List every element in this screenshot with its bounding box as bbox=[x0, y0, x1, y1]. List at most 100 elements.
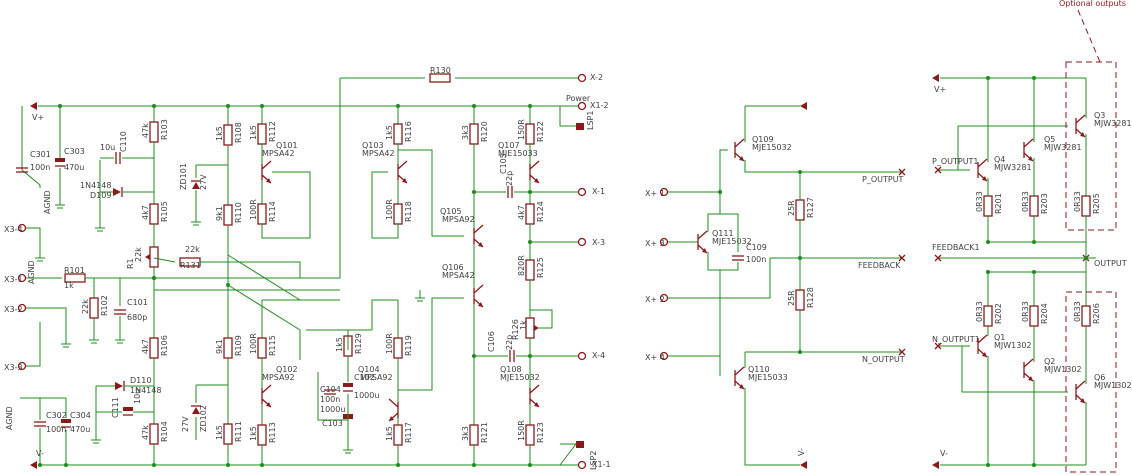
junction-dot bbox=[396, 463, 400, 467]
x32-label: X3-2 bbox=[4, 305, 23, 314]
c303 bbox=[55, 158, 65, 162]
r122 bbox=[525, 123, 535, 145]
junction-dot bbox=[528, 354, 532, 358]
x12-terminal bbox=[577, 101, 587, 111]
r201-value: 0R33 bbox=[975, 191, 984, 212]
r120-label: R120 bbox=[480, 121, 489, 142]
r202 bbox=[983, 305, 993, 327]
xp2-wire bbox=[668, 258, 771, 299]
q6-base bbox=[961, 346, 1068, 393]
r108 bbox=[223, 124, 233, 146]
q4-arrow bbox=[982, 176, 987, 181]
output-label: OUTPUT bbox=[1094, 259, 1127, 268]
c111-label: C111 bbox=[111, 397, 120, 418]
x11-terminal bbox=[577, 460, 587, 470]
r127-label: R127 bbox=[806, 197, 815, 218]
r128-value: 25R bbox=[787, 290, 796, 306]
r129-label: R129 bbox=[354, 333, 363, 354]
n-output1-label: N_OUTPUT1 bbox=[932, 335, 980, 344]
q101-label: Q101 bbox=[276, 141, 298, 150]
q107-label: Q107 bbox=[498, 141, 520, 150]
x3-label: X-3 bbox=[592, 238, 605, 247]
lsp2-wire bbox=[559, 443, 578, 466]
r106-value: 4k7 bbox=[141, 339, 150, 354]
q6-arrow bbox=[1080, 398, 1085, 403]
c109-bot bbox=[707, 252, 739, 271]
q106-label: Q106 bbox=[442, 263, 464, 272]
zd101-label: ZD101 bbox=[179, 163, 188, 190]
d110-label: D110 bbox=[130, 376, 151, 385]
cross-wire-b bbox=[227, 254, 301, 301]
c304 bbox=[61, 419, 71, 423]
junction-dot bbox=[472, 354, 476, 358]
r118-value: 100R bbox=[385, 199, 394, 220]
junction-dot bbox=[226, 463, 230, 467]
d109-label: D109 bbox=[90, 191, 111, 200]
c301-label: C301 bbox=[30, 150, 51, 159]
q5-label: Q5 bbox=[1044, 135, 1055, 144]
x33-terminal bbox=[17, 361, 27, 371]
r116 bbox=[393, 123, 403, 145]
x33-label: X3-3 bbox=[4, 363, 23, 372]
r122-label: R122 bbox=[536, 121, 545, 142]
optional-box-top bbox=[1065, 61, 1117, 231]
r202-value: 0R33 bbox=[975, 301, 984, 322]
xp1-terminal bbox=[659, 187, 669, 197]
cross-wire-a bbox=[227, 284, 301, 360]
r102-value: 22k bbox=[81, 299, 90, 314]
q109-arrow bbox=[739, 156, 744, 161]
r122-value: 150R bbox=[517, 119, 526, 140]
junction-dot bbox=[528, 463, 532, 467]
r108-value: 1k5 bbox=[215, 126, 224, 141]
r121-value: 3k3 bbox=[461, 426, 470, 441]
c304-value: 470u bbox=[70, 425, 90, 434]
q106-type: MPSA42 bbox=[442, 271, 475, 280]
junction-dot bbox=[260, 104, 264, 108]
r112-label: R112 bbox=[268, 121, 277, 142]
r129-value: 1k5 bbox=[335, 337, 344, 352]
c103-label: C103 bbox=[322, 419, 343, 428]
x31-label: X3-1 bbox=[4, 275, 23, 284]
c104-wire bbox=[317, 372, 348, 421]
junction-dot bbox=[986, 270, 990, 274]
c109-label: C109 bbox=[746, 243, 767, 252]
q103-collector bbox=[397, 160, 408, 170]
c105-label: C105 bbox=[499, 153, 508, 174]
r103-label: R103 bbox=[160, 119, 169, 140]
q111-collector bbox=[697, 230, 708, 240]
x1-label: X-1 bbox=[592, 187, 605, 196]
r113-label: R113 bbox=[268, 422, 277, 443]
q106-collector bbox=[473, 284, 484, 294]
r114 bbox=[257, 203, 267, 225]
junction-dot bbox=[260, 463, 264, 467]
c110-value: 10u bbox=[100, 143, 115, 152]
q105-label: Q105 bbox=[440, 207, 462, 216]
r131-value: 22k bbox=[185, 245, 200, 254]
r109-value: 9k1 bbox=[215, 339, 224, 354]
xp2-terminal bbox=[659, 293, 669, 303]
c101-label: C101 bbox=[127, 298, 148, 307]
r205 bbox=[1081, 195, 1091, 217]
q3-type: MJW3281 bbox=[1094, 119, 1132, 128]
junction-dot bbox=[396, 104, 400, 108]
q5-arrow bbox=[1028, 156, 1033, 161]
junction-dot bbox=[1084, 256, 1088, 260]
optional-box-bottom bbox=[1065, 291, 1117, 473]
r130-wire bbox=[155, 78, 341, 279]
r114-value: 100R bbox=[249, 199, 258, 220]
r106 bbox=[149, 337, 159, 359]
p-output-label: P_OUTPUT bbox=[862, 175, 904, 184]
r204 bbox=[1029, 305, 1039, 327]
zd101-value: 27V bbox=[199, 174, 208, 190]
r204-label: R204 bbox=[1040, 303, 1049, 324]
r126-wiper bbox=[534, 325, 539, 331]
r118 bbox=[393, 203, 403, 225]
x34-wire bbox=[26, 227, 41, 258]
xp4-label: X+ 4 bbox=[645, 353, 665, 362]
r120 bbox=[469, 123, 479, 145]
q6-type: MJW1302 bbox=[1094, 381, 1132, 390]
r117 bbox=[393, 424, 403, 446]
r114-label: R114 bbox=[268, 201, 277, 222]
c301-value: 100n bbox=[30, 163, 50, 172]
